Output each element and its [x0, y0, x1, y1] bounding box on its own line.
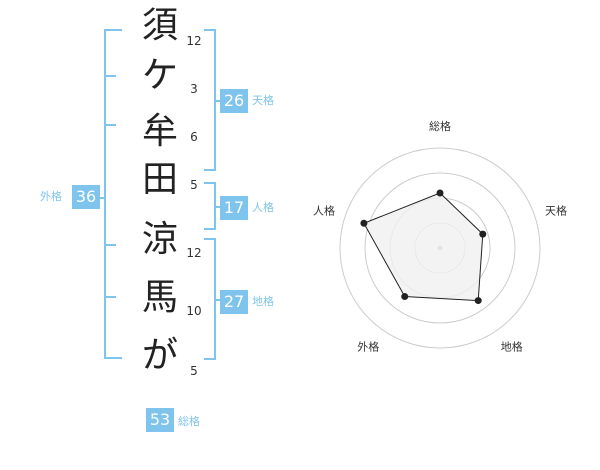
- stroke-count-4: 5: [190, 178, 198, 192]
- chikaku-value: 27: [220, 290, 248, 314]
- radar-polygon: [363, 192, 484, 302]
- stroke-count-7: 5: [190, 364, 198, 378]
- name-char-5: 涼: [141, 219, 178, 260]
- stroke-count-1: 12: [186, 34, 202, 48]
- name-char-6: 馬: [141, 277, 178, 318]
- stroke-count-2: 3: [190, 82, 198, 96]
- jinkaku-label: 人格: [252, 201, 274, 214]
- chikaku-label: 地格: [252, 295, 274, 308]
- name-char-3: 牟: [141, 111, 178, 152]
- radar-axis-label-4: 外格: [357, 340, 379, 354]
- stroke-count-3: 6: [190, 130, 198, 144]
- stroke-count-6: 10: [186, 304, 202, 318]
- radar-point-4: [401, 293, 409, 301]
- radar-point-5: [360, 219, 368, 227]
- radar-point-1: [436, 189, 444, 197]
- name-char-1: 須: [141, 5, 178, 46]
- gaikaku-value: 36: [72, 185, 100, 209]
- stroke-count-5: 12: [186, 246, 202, 260]
- radar-point-3: [474, 297, 482, 305]
- gaikaku-label: 外格: [40, 190, 62, 203]
- name-char-4: 田: [141, 159, 178, 200]
- tenkaku-value: 26: [220, 89, 248, 113]
- radar-axis-label-3: 地格: [501, 340, 523, 354]
- radar-axis-label-5: 人格: [313, 203, 335, 217]
- radar-axis-label-1: 総格: [429, 119, 451, 133]
- tenkaku-label: 天格: [252, 94, 274, 107]
- soukaku-label: 総格: [178, 415, 200, 428]
- radar-ring-3: [364, 172, 516, 324]
- soukaku-value: 53: [146, 408, 174, 432]
- name-char-7: が: [141, 335, 178, 376]
- radar-axis-label-2: 天格: [545, 203, 567, 217]
- radar-ring-4: [339, 147, 541, 349]
- jinkaku-value: 17: [220, 196, 248, 220]
- radar-point-2: [479, 230, 487, 238]
- name-char-2: ケ: [141, 55, 178, 96]
